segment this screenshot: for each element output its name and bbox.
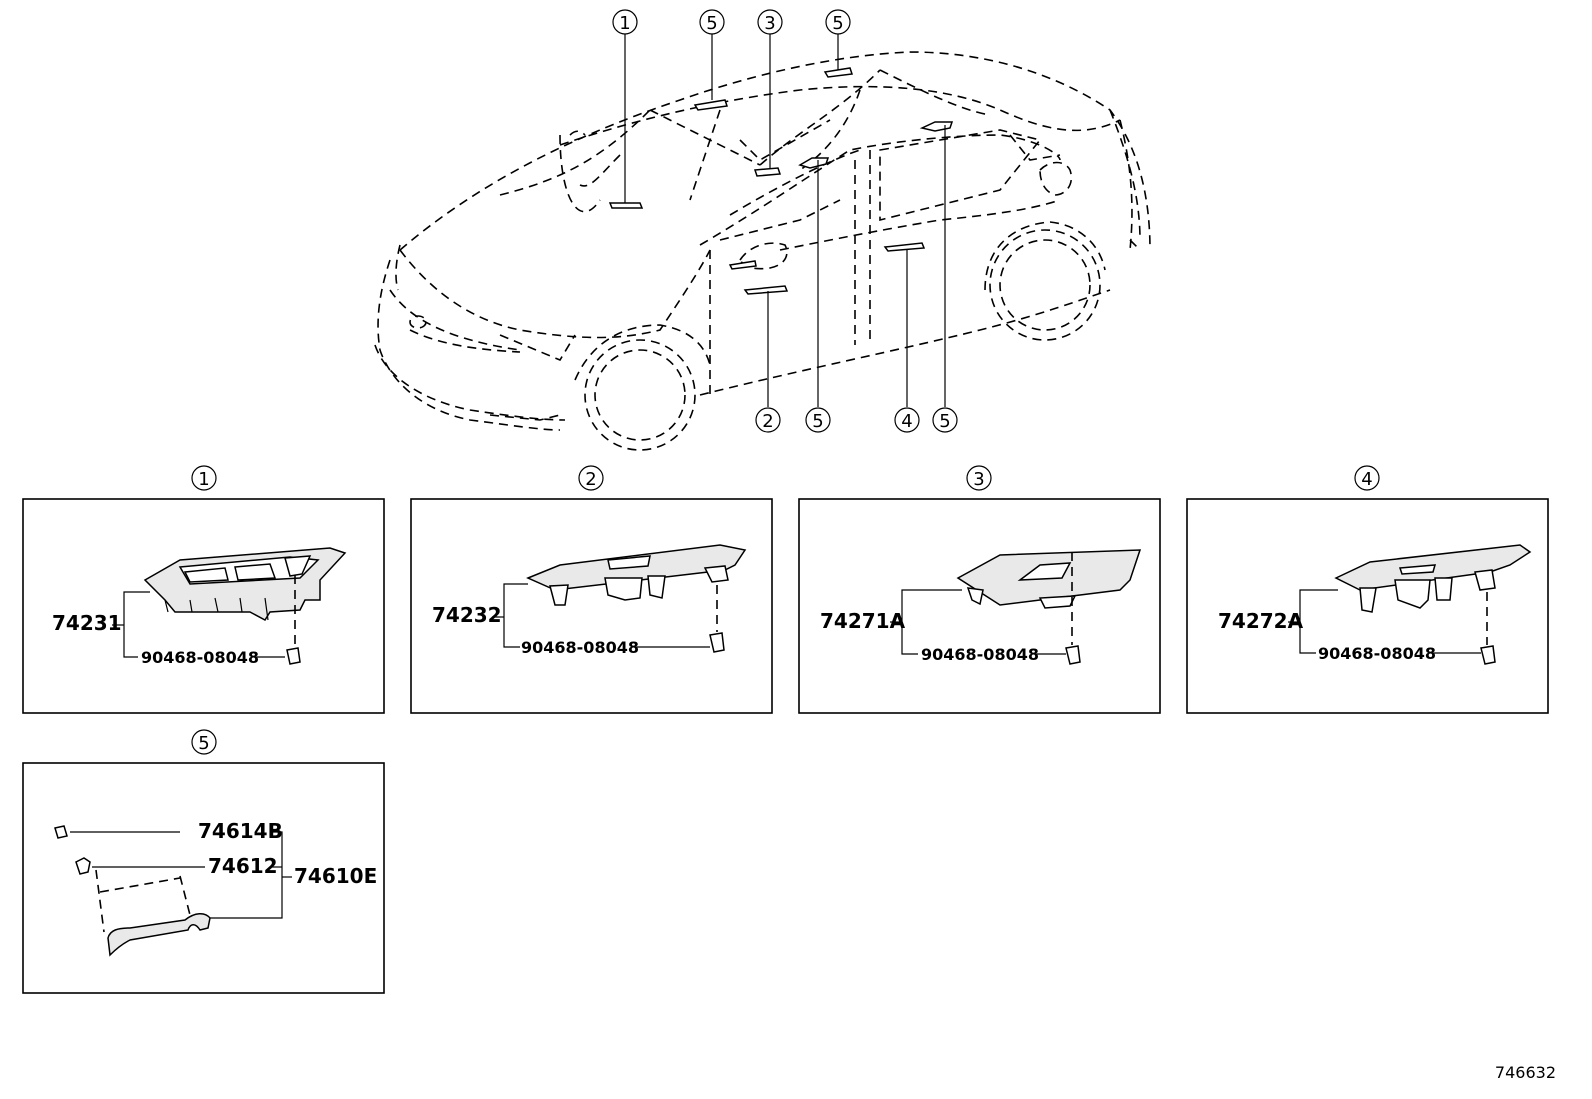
diagram-id: 746632 [1495, 1063, 1556, 1082]
callout-2-bottom: 2 [755, 407, 781, 433]
panel-3-header: 3 [973, 469, 984, 490]
car-roof-handle-1 [608, 202, 644, 209]
car-handle-front-right [823, 67, 854, 78]
callout-5-top-b: 5 [825, 9, 851, 35]
panel-1-main-part: 74231 [52, 611, 122, 635]
svg-text:1: 1 [619, 13, 630, 34]
svg-text:2: 2 [762, 411, 773, 432]
panel-5-assembly: 74610E [294, 864, 377, 888]
panel-4-sub-part: 90468-08048 [1318, 644, 1436, 663]
car-callouts: 1 5 3 5 2 5 4 5 [612, 9, 958, 433]
car-door-switch-4 [883, 242, 926, 252]
svg-text:5: 5 [812, 411, 823, 432]
panel-2-clip [709, 632, 725, 653]
panel-2: 2 74232 90468-08048 [410, 465, 773, 714]
svg-text:4: 4 [901, 411, 912, 432]
panel-2-header: 2 [585, 469, 596, 490]
callout-5-bottom-a: 5 [805, 407, 831, 433]
car-grip-rear-pillar [919, 121, 954, 132]
panel-4-main-part: 74272A [1218, 609, 1304, 633]
panel-3-sub-part: 90468-08048 [921, 645, 1039, 664]
car-switch-3 [753, 167, 782, 177]
car-mirror-switch [728, 260, 757, 270]
svg-text:5: 5 [832, 13, 843, 34]
panel-4-clip [1480, 645, 1496, 665]
car-grip-front-pillar [798, 157, 830, 169]
panel-5-grip-handle [107, 913, 211, 957]
panel-3-clip [1065, 645, 1081, 665]
panel-3: 3 74271A 90468-08048 [798, 465, 1161, 714]
car-illustration [374, 34, 1151, 451]
panel-5-clip-icon [75, 857, 91, 875]
panel-5-part-a: 74614B [198, 819, 283, 843]
panel-1-header: 1 [198, 469, 209, 490]
callout-5-bottom-b: 5 [932, 407, 958, 433]
panel-1-sub-part: 90468-08048 [141, 648, 259, 667]
panel-4: 4 74272A 90468-08048 [1186, 465, 1549, 714]
panel-1-clip [286, 647, 301, 665]
callout-3-top: 3 [757, 9, 783, 35]
panel-5-part-b: 74612 [208, 854, 278, 878]
car-door-switch-2 [743, 285, 789, 295]
panel-5-cap-icon [54, 825, 68, 839]
panel-4-header: 4 [1361, 469, 1372, 490]
panel-3-main-part: 74271A [820, 609, 906, 633]
panel-2-sub-part: 90468-08048 [521, 638, 639, 657]
panel-5-header: 5 [198, 733, 209, 754]
panel-1: 1 74231 90468-08048 [22, 465, 385, 714]
panel-5: 5 74614B 74612 74610E [22, 729, 385, 994]
car-handle-front-left [693, 99, 728, 111]
callout-1-top: 1 [612, 9, 638, 35]
callout-4-bottom: 4 [894, 407, 920, 433]
svg-text:3: 3 [764, 13, 775, 34]
panel-2-main-part: 74232 [432, 603, 502, 627]
svg-text:5: 5 [939, 411, 950, 432]
svg-text:5: 5 [706, 13, 717, 34]
callout-5-top-a: 5 [699, 9, 725, 35]
